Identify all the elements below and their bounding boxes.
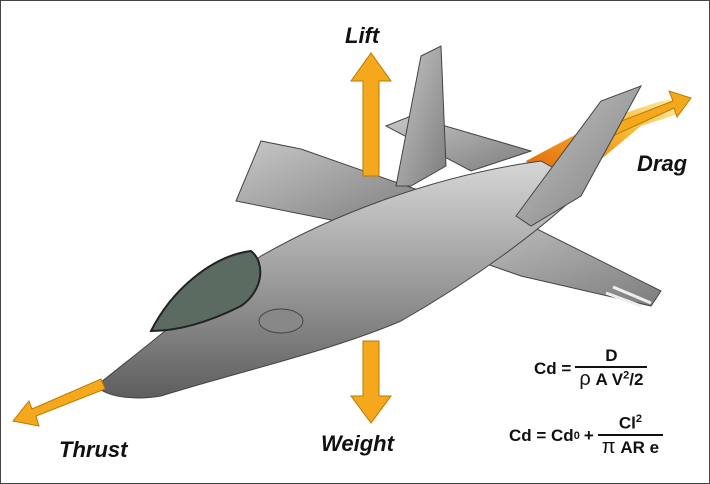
eq1-den-text: A V	[595, 370, 624, 389]
vertical-tail-left	[395, 45, 447, 187]
drag-coefficient-equation: Cd = D ρ A V2/2	[534, 346, 648, 391]
pi-symbol: π	[601, 435, 616, 458]
eq2-num-exp: 2	[635, 413, 642, 425]
thrust-label: Thrust	[59, 437, 128, 462]
eq2-num-text: Cl	[618, 413, 636, 433]
eq1-lhs: Cd =	[534, 358, 572, 378]
vertical-tail-right	[515, 85, 643, 227]
eq2-sub: 0	[573, 429, 580, 442]
rho-symbol: ρ	[579, 368, 591, 390]
eq2-lhs: Cd = Cd	[509, 425, 574, 445]
weight-arrow	[350, 340, 392, 424]
eq1-den-tail: /2	[629, 370, 644, 389]
canopy	[149, 249, 262, 333]
engine-intake	[258, 308, 304, 334]
eq1-numerator: D	[605, 346, 618, 365]
lift-label: Lift	[345, 23, 380, 48]
eq2-plus: +	[583, 425, 594, 445]
eq2-den-text: AR e	[620, 437, 660, 457]
lift-arrow	[350, 52, 392, 177]
eq2-numerator: Cl2	[615, 413, 646, 434]
eq1-denominator: ρ A V2/2	[575, 366, 648, 391]
eq2-denominator: π AR e	[597, 433, 664, 459]
eq1-exp: 2	[623, 369, 630, 382]
thrust-arrow	[12, 378, 106, 427]
drag-label: Drag	[637, 151, 688, 176]
drag-arrow	[600, 90, 692, 140]
weight-label: Weight	[321, 431, 394, 456]
